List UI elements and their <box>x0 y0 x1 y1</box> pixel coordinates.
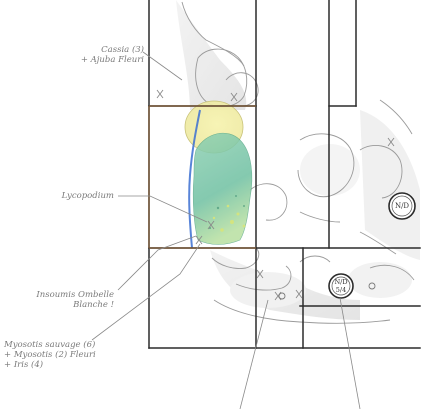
badge-right-text: N/D <box>390 201 414 211</box>
label-myosotis-line3: + Iris (4) <box>4 360 100 370</box>
label-cassia-line1: Cassia (3) <box>70 45 144 55</box>
label-lycopodium-text: Lycopodium <box>50 191 114 201</box>
label-myosotis-line1: Myosotis sauvage (6) <box>4 340 100 350</box>
label-cassia: Cassia (3) + Ajuba Fleuri <box>70 45 144 65</box>
badge-bottom-line2: 5/4 <box>330 286 352 294</box>
label-insoumis-line2: Blanche ! <box>36 300 114 310</box>
badge-bottom-line1: N/D <box>330 278 352 286</box>
label-myosotis: Myosotis sauvage (6) + Myosotis (2) Fleu… <box>4 340 100 370</box>
label-myosotis-line2: + Myosotis (2) Fleuri <box>4 350 100 360</box>
label-cassia-line2: + Ajuba Fleuri <box>70 55 144 65</box>
label-insoumis: Insoumis Ombelle Blanche ! <box>36 290 114 310</box>
green-wash <box>193 133 252 244</box>
label-lycopodium: Lycopodium <box>50 191 114 201</box>
label-insoumis-line1: Insoumis Ombelle <box>36 290 114 300</box>
badge-bottom-text: N/D 5/4 <box>330 278 352 294</box>
